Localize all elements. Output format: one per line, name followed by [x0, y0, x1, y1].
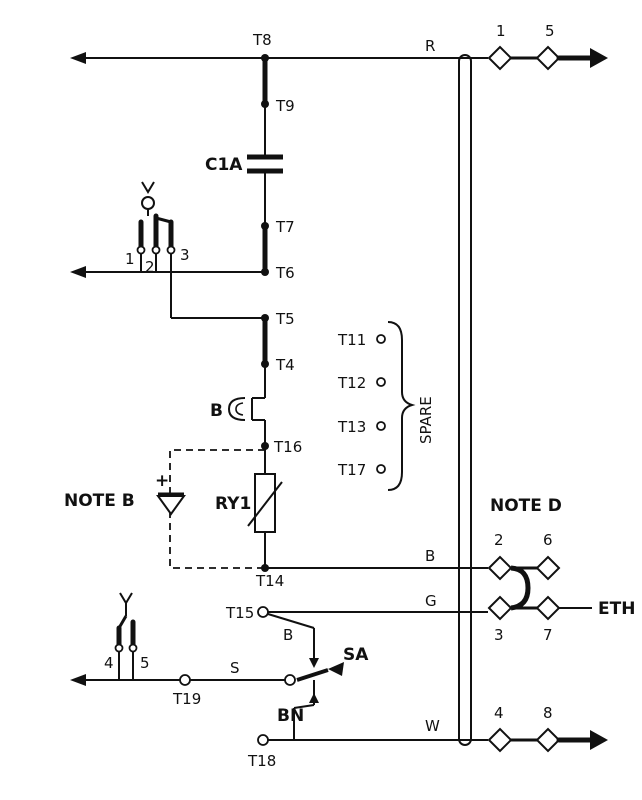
wire-label-b2: B: [283, 626, 293, 644]
spare-terminal-t13: T13: [337, 418, 366, 436]
terminal-t5: T5: [275, 310, 295, 328]
g-line: [257, 595, 592, 621]
wire-label-r: R: [425, 37, 435, 55]
connector-diamond-6: [535, 555, 561, 581]
arrow-right-icon: [590, 48, 608, 68]
eth-label: ETH: [598, 599, 635, 619]
note-d-label: NOTE D: [490, 496, 562, 516]
terminal-t6: T6: [275, 264, 295, 282]
connector-number-2: 2: [494, 531, 504, 549]
wire-label-w: W: [425, 717, 440, 735]
spare-terminals: [376, 321, 416, 491]
connector-diamond-5: [535, 45, 561, 71]
connector-diamond-1: [487, 45, 513, 71]
switch-pin-1: 1: [125, 250, 135, 268]
arrow-left-icon: [70, 52, 86, 64]
w-line: [257, 708, 608, 753]
connector-number-8: 8: [543, 704, 553, 722]
connector-number-6: 6: [543, 531, 553, 549]
spare-label: SPARE: [417, 396, 435, 444]
switch-pin-2: 2: [145, 258, 155, 276]
terminal-t7: T7: [275, 218, 295, 236]
diode-plus: +: [155, 471, 169, 491]
jumper-2-3: [510, 565, 531, 611]
wire-label-b: B: [425, 547, 435, 565]
capacitor-label-c1a: C1A: [205, 155, 243, 175]
connector-diamond-3: [487, 595, 513, 621]
terminal-t9: T9: [275, 97, 295, 115]
spare-terminal-t11: T11: [337, 331, 366, 349]
sa-switch: [267, 613, 344, 709]
wire-label-g: G: [425, 592, 437, 610]
arrow-left-icon: [70, 674, 86, 686]
terminal-t15: T15: [225, 604, 254, 622]
relay-diagonal: [247, 481, 283, 527]
t6-line: [70, 266, 265, 278]
connector-number-1: 1: [496, 22, 506, 40]
wire-label-s: S: [230, 659, 240, 677]
diode-icon: [156, 495, 186, 516]
connector-diamond-7: [535, 595, 561, 621]
switch-label-sa: SA: [343, 645, 369, 665]
arrow-right-icon: [590, 730, 608, 750]
spare-brace: [387, 321, 416, 491]
connector-diamond-2: [487, 555, 513, 581]
connector-number-7: 7: [543, 626, 553, 644]
connector-number-4: 4: [494, 704, 504, 722]
terminal-t19: T19: [172, 690, 201, 708]
spare-terminal-t17: T17: [337, 461, 366, 479]
plunger-icon: [119, 592, 133, 605]
connector-diamond-4: [487, 727, 513, 753]
ringer-icon: [227, 397, 246, 421]
terminal-t4: T4: [275, 356, 295, 374]
arrow-left-icon: [70, 266, 86, 278]
plunger-icon: [141, 181, 155, 194]
terminal-t14: T14: [255, 572, 284, 590]
note-b-diode: [156, 449, 265, 569]
connector-number-5: 5: [545, 22, 555, 40]
note-b-label: NOTE B: [64, 491, 135, 511]
connector-number-3: 3: [494, 626, 504, 644]
terminal-t8: T8: [252, 31, 272, 49]
wire-label-bn: BN: [277, 706, 304, 726]
terminal-t18: T18: [247, 752, 276, 770]
r-line: [70, 45, 608, 71]
switch-pin-5: 5: [140, 654, 150, 672]
hookswitch-upper: [136, 181, 265, 319]
terminal-chain: [247, 54, 283, 572]
switch-pin-4: 4: [104, 654, 114, 672]
sa-actuator-icon: [328, 662, 344, 676]
bus-bar: [458, 54, 472, 746]
connector-diamond-8: [535, 727, 561, 753]
switch-pin-3: 3: [180, 246, 190, 264]
relay-label-ry1: RY1: [215, 494, 251, 514]
spare-terminal-t12: T12: [337, 374, 366, 392]
s-line: [70, 674, 296, 686]
ringer-label-b: B: [210, 401, 223, 421]
terminal-t16: T16: [273, 438, 302, 456]
hookswitch-lower: [114, 592, 138, 680]
